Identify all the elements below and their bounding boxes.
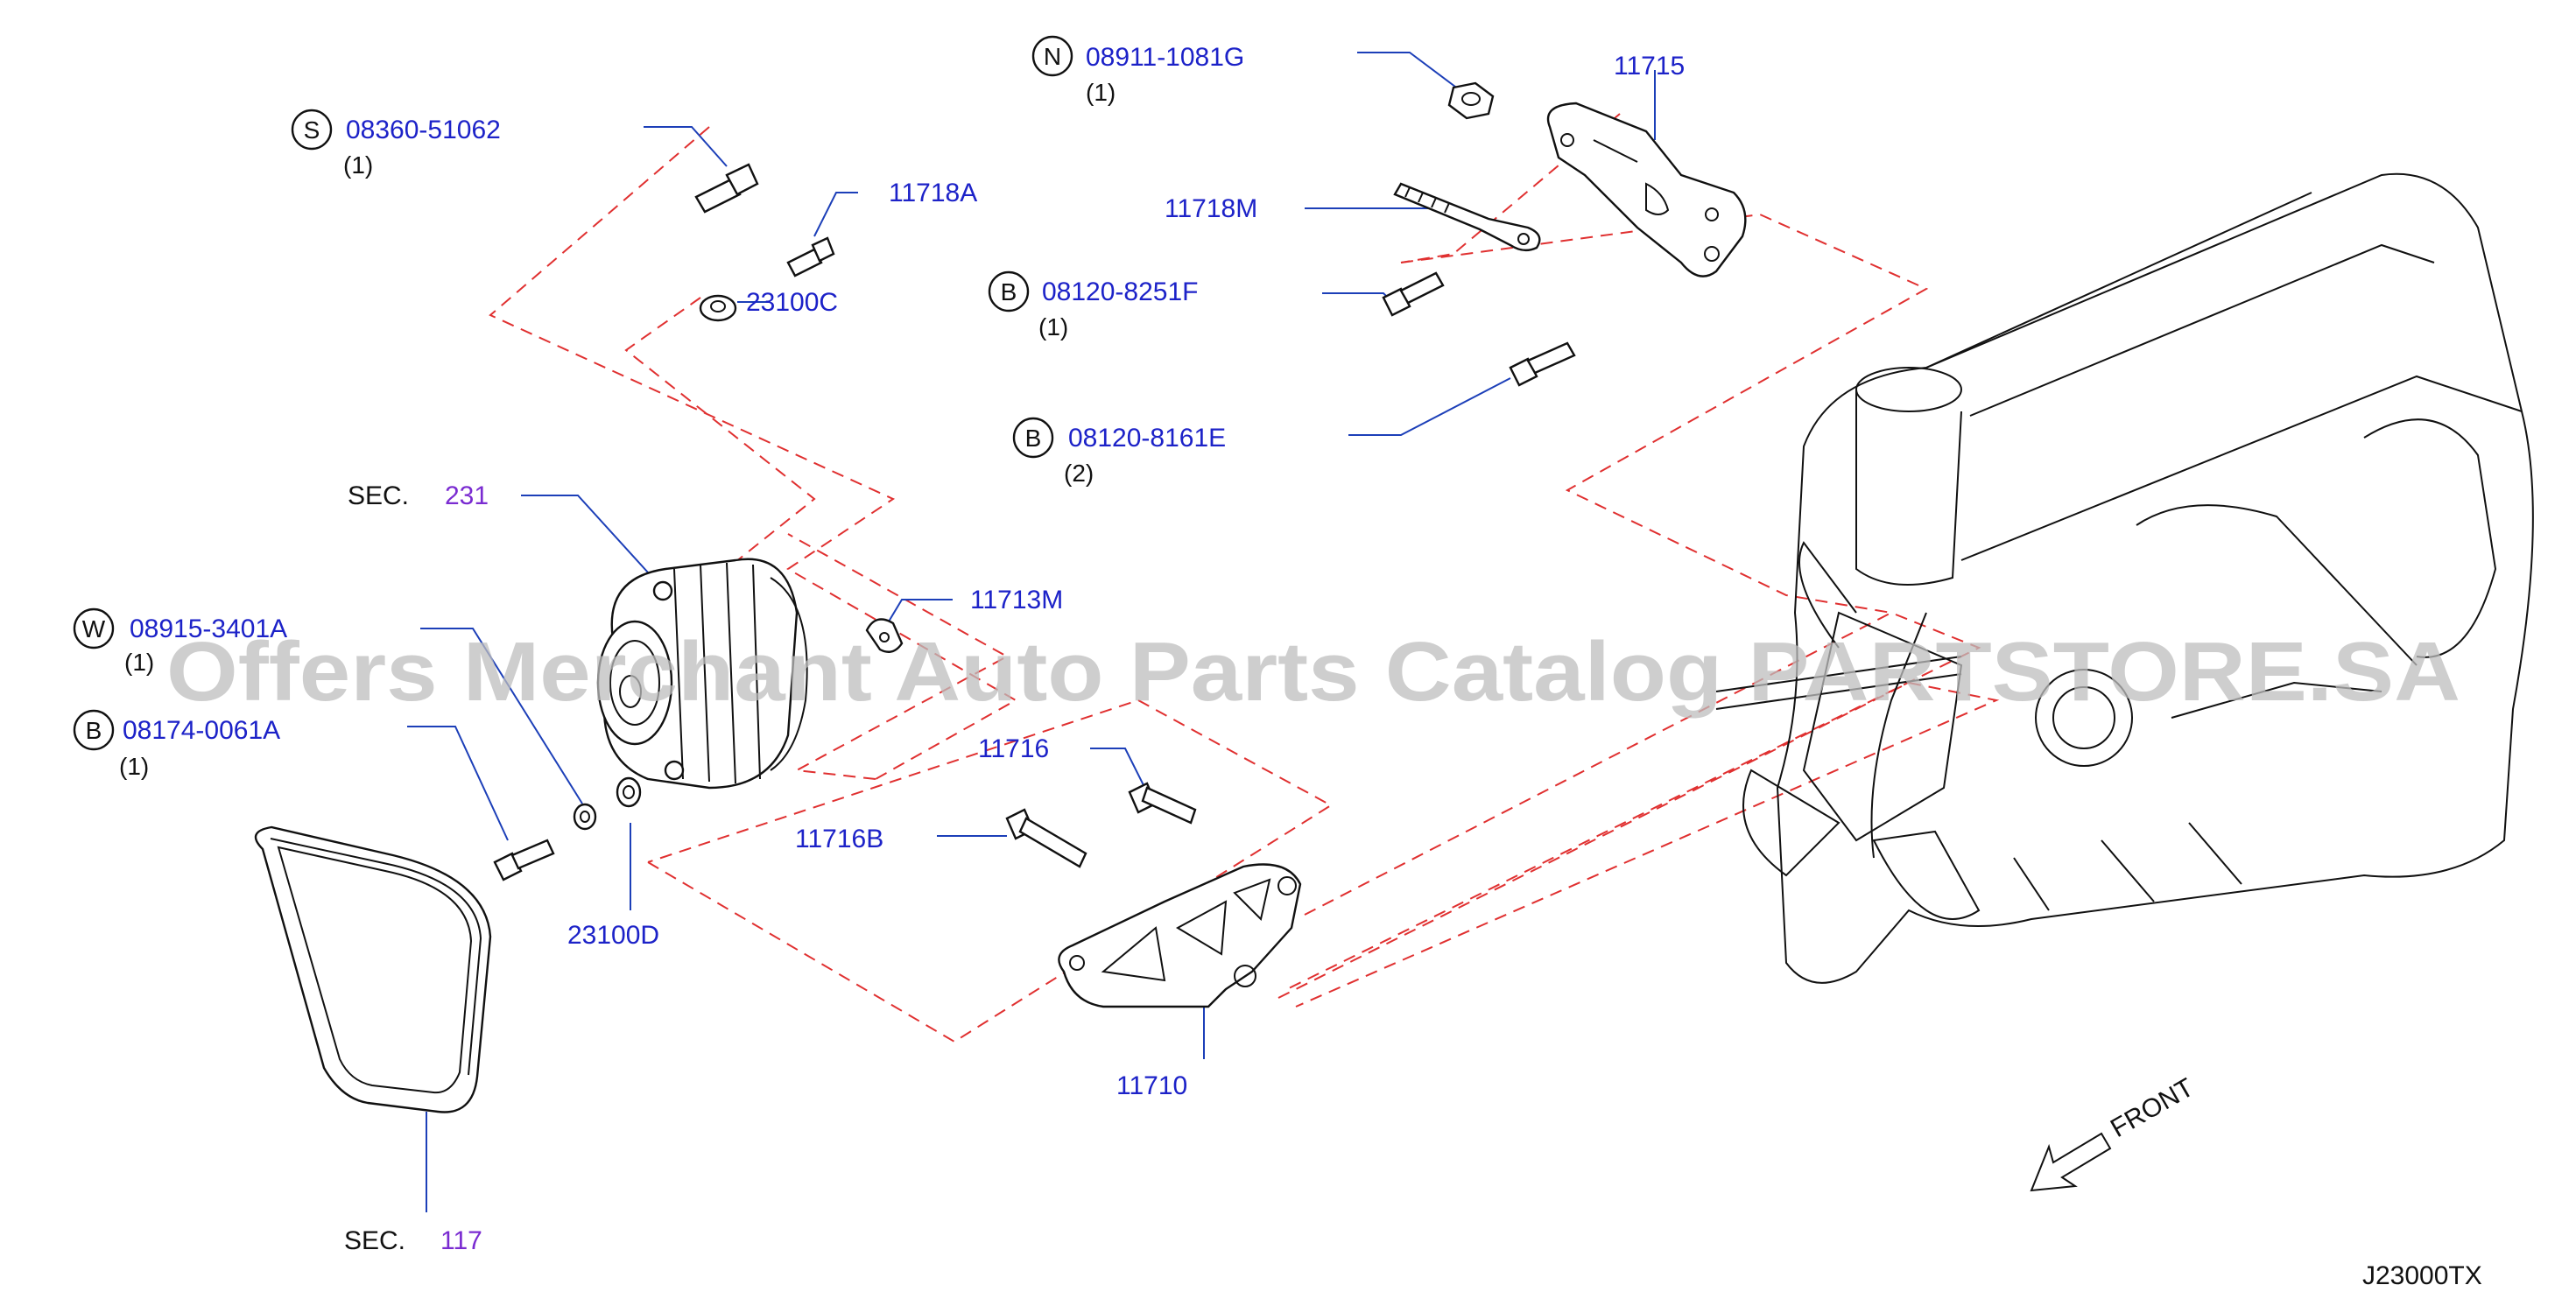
part-number-08120-8161E[interactable]: 08120-8161E xyxy=(1068,424,1226,453)
part-number-08915-3401A[interactable]: 08915-3401A xyxy=(130,614,287,643)
bracket-11715-icon xyxy=(1546,102,1747,277)
badge-b-8251f: B xyxy=(1001,278,1017,305)
bracket-11713M-icon xyxy=(865,618,904,653)
badge-b-8161e: B xyxy=(1025,425,1042,452)
bracket-11710-icon xyxy=(1058,863,1302,1008)
badge-circle-w xyxy=(73,607,115,650)
diagram-code: J23000TX xyxy=(2362,1261,2482,1290)
bolt-08120-8251F-icon xyxy=(1382,271,1445,317)
washer-23100D-icon xyxy=(616,776,642,808)
alternator-icon xyxy=(596,558,808,790)
part-number-11718M[interactable]: 11718M xyxy=(1165,194,1257,223)
part-number-08120-8251F[interactable]: 08120-8251F xyxy=(1042,277,1198,306)
badge-circle-b-8161e xyxy=(1012,417,1054,459)
bolt-08174-icon xyxy=(493,839,555,881)
part-number-23100D[interactable]: 23100D xyxy=(567,921,659,950)
nut-08911-icon xyxy=(1447,81,1495,120)
badge-w: W xyxy=(82,615,106,642)
bolt-08120-8161E-icon xyxy=(1509,341,1576,387)
bolt-11718A-icon xyxy=(786,236,835,277)
qty-08174-0061A: (1) xyxy=(119,753,149,780)
qty-08360-51062: (1) xyxy=(343,151,373,179)
section-number-231[interactable]: 231 xyxy=(445,481,489,510)
part-number-08360-51062[interactable]: 08360-51062 xyxy=(346,116,501,144)
badge-n: N xyxy=(1044,43,1061,70)
part-number-23100C[interactable]: 23100C xyxy=(746,288,838,317)
badge-b-0061a: B xyxy=(86,717,102,744)
watermark-text: Offers Merchant Auto Parts Catalog PARTS… xyxy=(166,625,2460,719)
washer-23100C-icon xyxy=(699,294,737,322)
bolt-08360-icon xyxy=(694,163,759,214)
front-arrow-icon xyxy=(2030,1132,2112,1192)
badge-s: S xyxy=(304,116,320,144)
stud-11718M-icon xyxy=(1393,182,1541,252)
front-label: FRONT xyxy=(2106,1073,2199,1143)
part-number-11713M[interactable]: 11713M xyxy=(970,586,1063,614)
badge-circle-n xyxy=(1031,35,1073,77)
assembly-guide-lines xyxy=(489,113,2000,1043)
part-number-08911-1081G[interactable]: 08911-1081G xyxy=(1086,43,1244,72)
section-prefix-231: SEC. xyxy=(348,481,409,510)
part-labels: 08911-1081G (1) 08360-51062 (1) 11715 11… xyxy=(119,43,2482,1290)
bolt-11716-icon xyxy=(1128,782,1197,825)
drive-belt-icon xyxy=(254,825,492,1113)
section-number-117[interactable]: 117 xyxy=(440,1226,482,1255)
part-number-11710[interactable]: 11710 xyxy=(1116,1071,1187,1100)
part-number-11715[interactable]: 11715 xyxy=(1614,52,1685,81)
badge-circle-s xyxy=(291,109,333,151)
badge-circle-b-0061a xyxy=(73,709,115,751)
qty-08915-3401A: (1) xyxy=(124,649,154,676)
part-number-11718A[interactable]: 11718A xyxy=(889,179,977,207)
section-prefix-117: SEC. xyxy=(344,1226,405,1255)
engine-block-outline xyxy=(1715,172,2534,984)
part-number-11716[interactable]: 11716 xyxy=(978,734,1049,763)
badge-circle-b-8251f xyxy=(988,270,1030,312)
badges: N S B B W B xyxy=(73,35,1073,751)
qty-08120-8161E: (2) xyxy=(1064,460,1094,487)
part-number-11716B[interactable]: 11716B xyxy=(795,825,883,853)
part-number-08174-0061A[interactable]: 08174-0061A xyxy=(123,716,280,745)
bolt-11716B-icon xyxy=(1005,808,1087,868)
washer-08915-icon xyxy=(573,803,597,831)
qty-08911-1081G: (1) xyxy=(1086,79,1116,106)
qty-08120-8251F: (1) xyxy=(1038,313,1068,341)
